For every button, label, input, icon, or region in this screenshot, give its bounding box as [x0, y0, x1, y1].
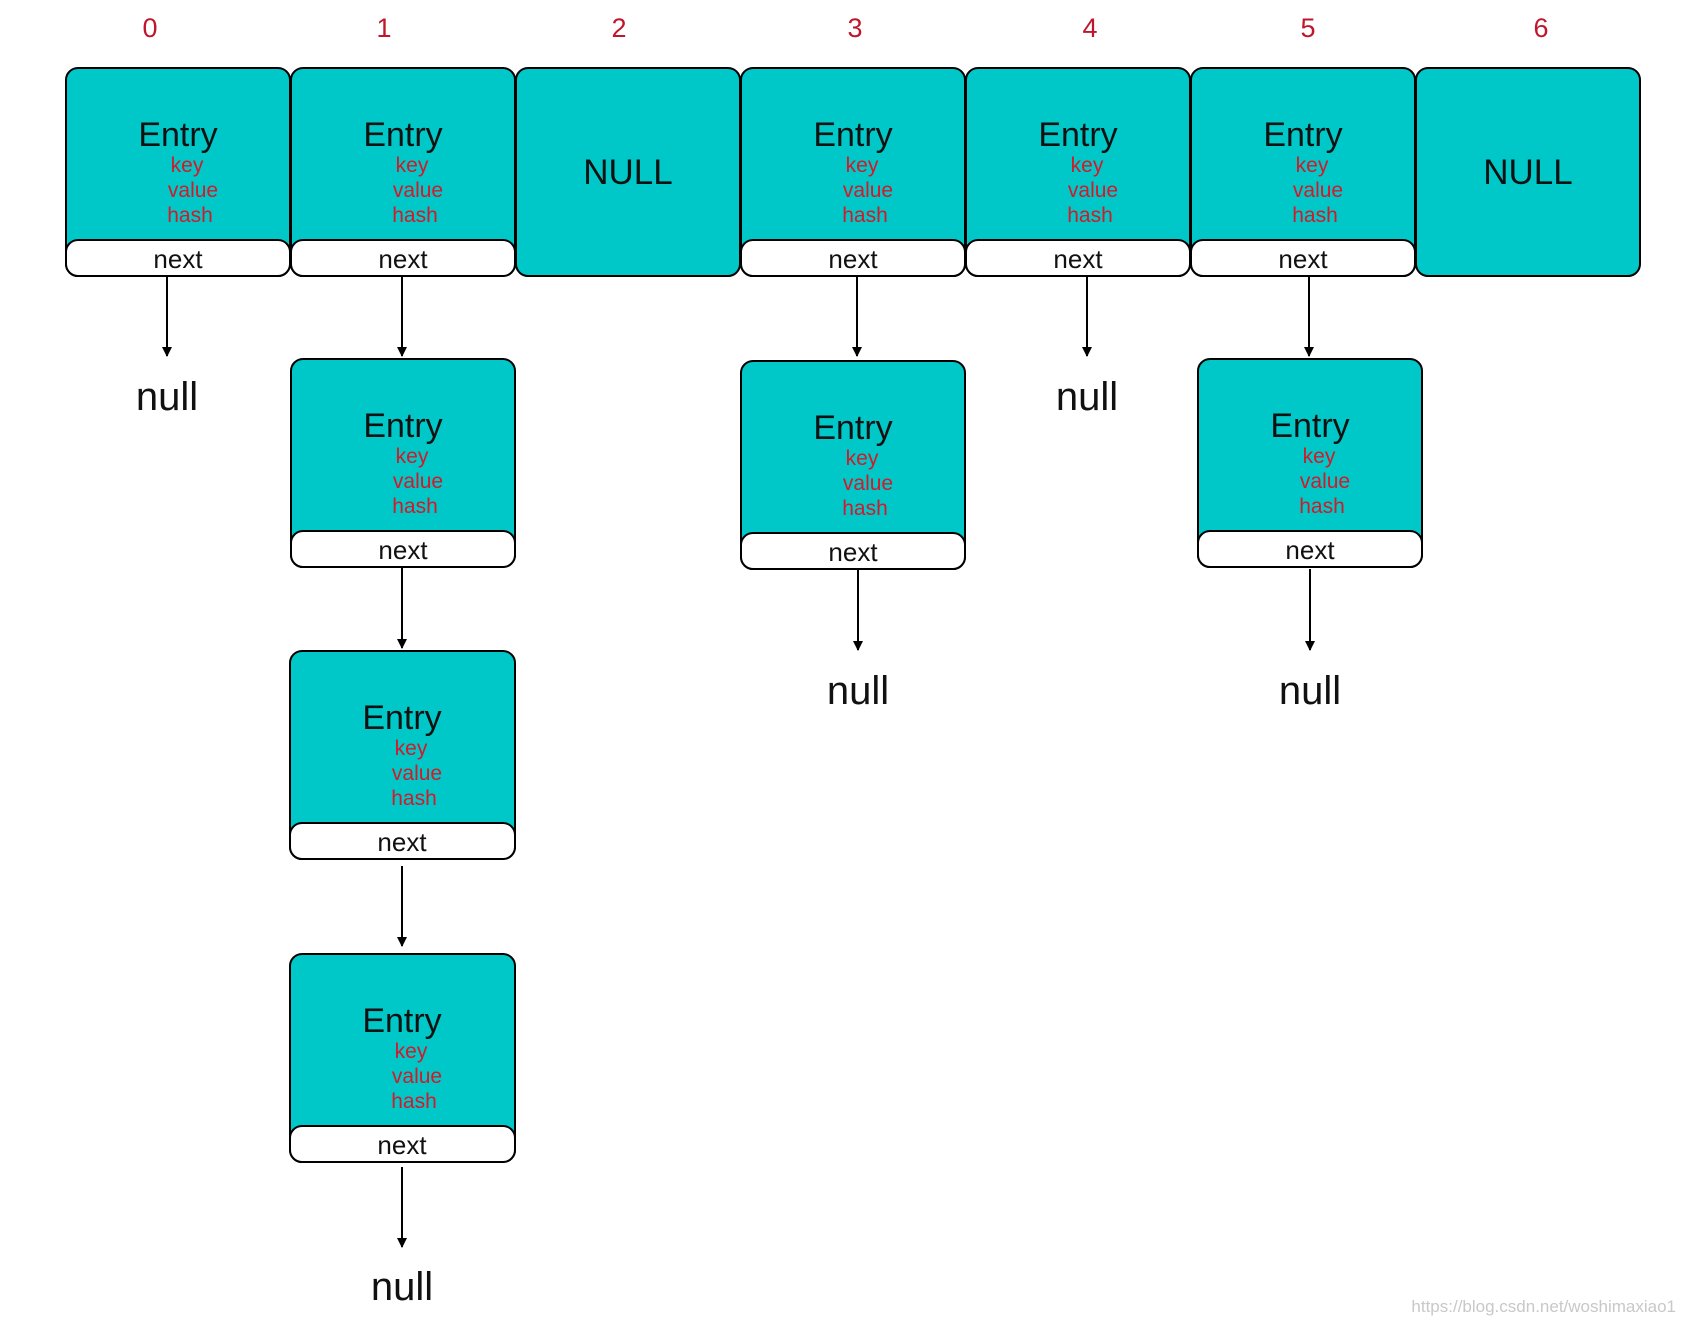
entry-key: key: [395, 1040, 428, 1063]
entry-value: value: [1300, 470, 1350, 493]
entry-title: Entry: [813, 116, 892, 154]
entry-hash: hash: [1292, 204, 1338, 227]
entry-next: next: [1053, 244, 1103, 274]
entry-title: Entry: [138, 116, 217, 154]
entry-value: value: [168, 179, 218, 202]
entry-value: value: [392, 1065, 442, 1088]
entry-value: value: [393, 470, 443, 493]
bucket-6-empty: NULL: [1415, 67, 1641, 277]
entry-next: next: [377, 827, 427, 857]
entry-next: next: [153, 244, 203, 274]
null-terminal: null: [136, 375, 198, 419]
index-label-1: 1: [376, 13, 391, 43]
index-label-3: 3: [847, 13, 862, 43]
entry-title: Entry: [1263, 116, 1342, 154]
bucket-1-chain-entry-4: Entry key value hash next: [289, 953, 516, 1163]
entry-key: key: [171, 154, 204, 177]
entry-hash: hash: [391, 1090, 437, 1113]
entry-key: key: [396, 154, 429, 177]
bucket-0-entry: Entry key value hash next: [65, 67, 291, 277]
entry-next: next: [378, 244, 428, 274]
null-terminal: null: [1279, 669, 1341, 713]
entry-key: key: [1303, 445, 1336, 468]
entry-key: key: [395, 737, 428, 760]
entry-next: next: [1285, 535, 1335, 565]
entry-hash: hash: [1299, 495, 1345, 518]
entry-value: value: [1068, 179, 1118, 202]
index-label-6: 6: [1533, 13, 1548, 43]
index-label-2: 2: [611, 13, 626, 43]
entry-hash: hash: [391, 787, 437, 810]
bucket-1-chain-entry-3: Entry key value hash next: [289, 650, 516, 860]
entry-next: next: [828, 537, 878, 567]
bucket-5-chain-entry-2: Entry key value hash next: [1197, 358, 1423, 568]
entry-hash: hash: [842, 497, 888, 520]
entry-hash: hash: [392, 204, 438, 227]
bucket-2-empty: NULL: [515, 67, 741, 277]
index-label-5: 5: [1300, 13, 1315, 43]
entry-hash: hash: [167, 204, 213, 227]
bucket-1-chain-entry-2: Entry key value hash next: [290, 358, 516, 568]
null-terminal: null: [827, 669, 889, 713]
entry-title: Entry: [363, 116, 442, 154]
bucket-1-entry: Entry key value hash next: [290, 67, 516, 277]
entry-title: Entry: [1270, 407, 1349, 445]
entry-hash: hash: [1067, 204, 1113, 227]
entry-value: value: [843, 472, 893, 495]
entry-title: Entry: [362, 699, 441, 737]
index-label-4: 4: [1082, 13, 1097, 43]
entry-hash: hash: [842, 204, 888, 227]
entry-key: key: [846, 447, 879, 470]
entry-hash: hash: [392, 495, 438, 518]
empty-slot-label: NULL: [1483, 153, 1572, 192]
entry-value: value: [393, 179, 443, 202]
entry-next: next: [1278, 244, 1328, 274]
watermark: https://blog.csdn.net/woshimaxiao1: [1411, 1297, 1676, 1316]
bucket-3-chain-entry-2: Entry key value hash next: [740, 360, 966, 570]
entry-key: key: [846, 154, 879, 177]
index-labels: 0 1 2 3 4 5 6: [142, 13, 1548, 43]
entry-title: Entry: [362, 1002, 441, 1040]
bucket-3-entry: Entry key value hash next: [740, 67, 966, 277]
bucket-5-entry: Entry key value hash next: [1190, 67, 1416, 277]
entry-key: key: [396, 445, 429, 468]
entry-title: Entry: [363, 407, 442, 445]
entry-next: next: [378, 535, 428, 565]
entry-next: next: [377, 1130, 427, 1160]
entry-next: next: [828, 244, 878, 274]
entry-key: key: [1071, 154, 1104, 177]
entry-value: value: [843, 179, 893, 202]
index-label-0: 0: [142, 13, 157, 43]
entry-value: value: [392, 762, 442, 785]
null-terminal: null: [1056, 375, 1118, 419]
entry-value: value: [1293, 179, 1343, 202]
entry-key: key: [1296, 154, 1329, 177]
empty-slot-label: NULL: [583, 153, 672, 192]
null-terminal: null: [371, 1265, 433, 1309]
entry-title: Entry: [813, 409, 892, 447]
entry-title: Entry: [1038, 116, 1117, 154]
bucket-4-entry: Entry key value hash next: [965, 67, 1191, 277]
